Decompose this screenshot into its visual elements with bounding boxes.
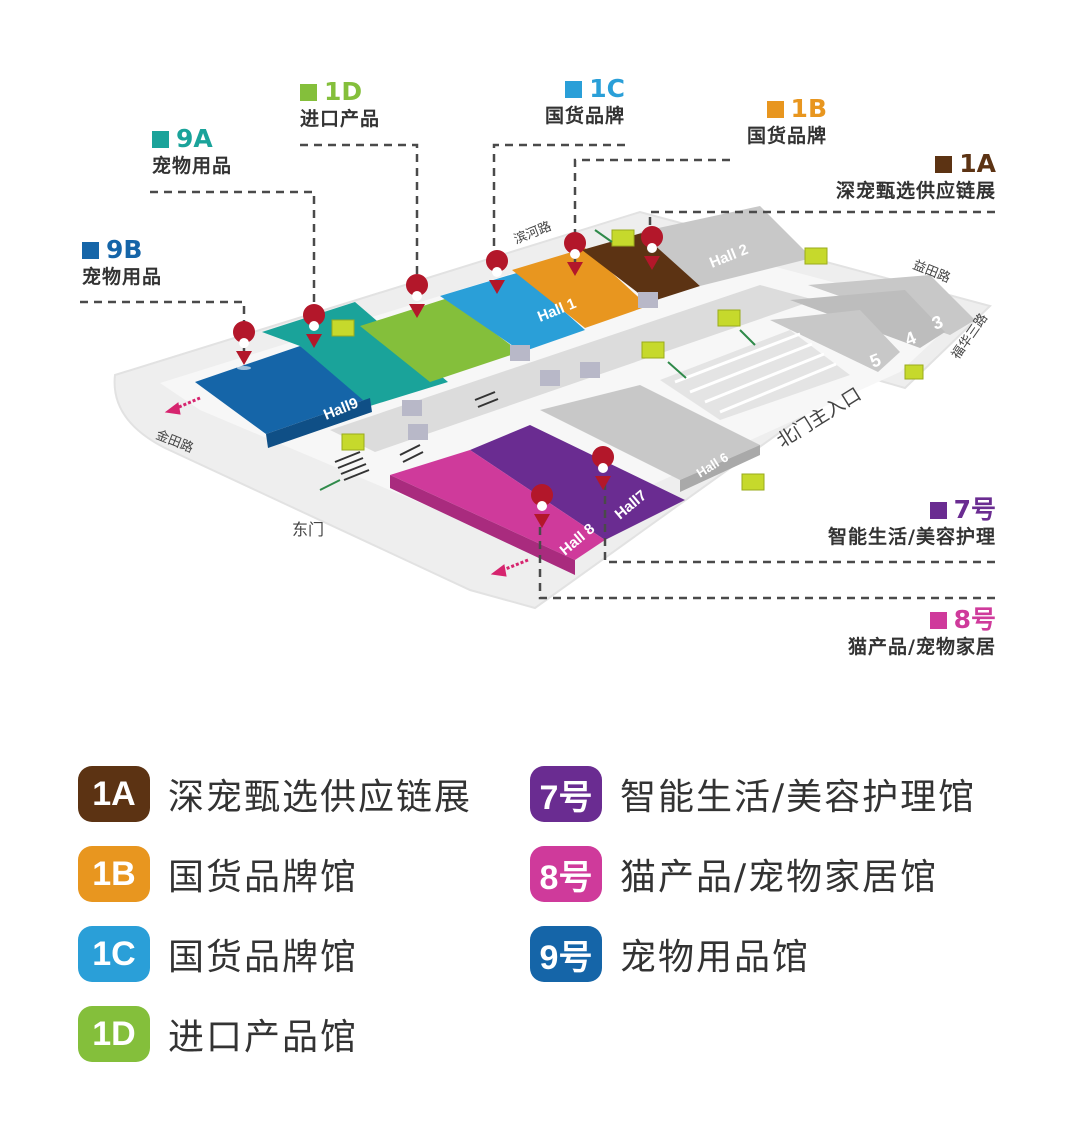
legend-label-7: 智能生活/美容护理馆 bbox=[620, 777, 977, 818]
pin-8-icon bbox=[531, 484, 554, 528]
square-icon bbox=[935, 156, 953, 173]
hall-1a-area bbox=[582, 232, 700, 302]
hall-7-area bbox=[470, 425, 685, 540]
square-icon bbox=[929, 502, 947, 519]
hall-1b-area bbox=[512, 248, 648, 328]
pin-9a-icon bbox=[303, 304, 326, 348]
spine-walkway bbox=[330, 285, 815, 452]
north-crosswalk bbox=[660, 330, 850, 420]
legend-item-1b: 1B 国货品牌馆 bbox=[78, 842, 358, 906]
pin-1d-icon bbox=[406, 274, 429, 318]
legend-badge-1c: 1C bbox=[78, 926, 150, 982]
legend-item-8: 8号 猫产品/宠物家居馆 bbox=[530, 842, 938, 906]
legend-label-1c: 国货品牌馆 bbox=[168, 937, 359, 978]
location-pins bbox=[233, 226, 664, 528]
legend-item-7: 7号 智能生活/美容护理馆 bbox=[530, 762, 976, 826]
legend-badge-7: 7号 bbox=[530, 766, 602, 822]
square-icon bbox=[929, 612, 947, 629]
callout-9b-name: 宠物用品 bbox=[82, 266, 163, 288]
hall-8-front-wall bbox=[390, 475, 575, 575]
east-gate-label: 东门 bbox=[292, 520, 324, 539]
hall-2-area bbox=[640, 206, 812, 286]
hall-6-front-wall bbox=[680, 445, 760, 492]
callout-1d-code: 1D bbox=[324, 77, 363, 106]
venue-map: Hall9 Hall 1 Hall 2 3 4 5 Hall 6 Hall7 H… bbox=[80, 143, 995, 610]
legend-label-9: 宠物用品馆 bbox=[620, 937, 811, 978]
pin-1c-icon bbox=[486, 250, 509, 294]
hall-6-area bbox=[540, 385, 760, 480]
east-gate-stairs bbox=[334, 391, 499, 481]
legend-label-1a: 深宠甄选供应链展 bbox=[168, 777, 473, 818]
hall-1c-area bbox=[440, 272, 585, 352]
callout-1d-name: 进口产品 bbox=[300, 108, 381, 130]
callout-1b: 1B 国货品牌 bbox=[735, 95, 827, 149]
callout-7: 7号 智能生活/美容护理 bbox=[780, 496, 996, 550]
callout-9b-code: 9B bbox=[106, 235, 143, 264]
pin-9b-icon bbox=[233, 321, 256, 370]
legend-badge-9: 9号 bbox=[530, 926, 602, 982]
square-icon bbox=[82, 242, 99, 259]
callout-1a: 1A 深宠甄选供应链展 bbox=[800, 150, 996, 204]
callout-9a-name: 宠物用品 bbox=[152, 155, 233, 177]
passage-arrows bbox=[319, 229, 756, 491]
hall-1d-area bbox=[360, 298, 520, 382]
exit-arrows bbox=[164, 396, 529, 577]
legend-badge-8: 8号 bbox=[530, 846, 602, 902]
callout-1c-code: 1C bbox=[589, 74, 625, 103]
legend-item-9: 9号 宠物用品馆 bbox=[530, 922, 810, 986]
connectors bbox=[331, 229, 924, 491]
legend-item-1d: 1D 进口产品馆 bbox=[78, 1002, 358, 1066]
hall-5-area bbox=[770, 310, 900, 372]
callout-1b-code: 1B bbox=[790, 94, 827, 123]
legend-badge-1a: 1A bbox=[78, 766, 150, 822]
legend-badge-1d: 1D bbox=[78, 1006, 150, 1062]
square-icon bbox=[565, 81, 583, 98]
legend-label-8: 猫产品/宠物家居馆 bbox=[620, 857, 939, 898]
pin-1b-icon bbox=[564, 232, 587, 276]
square-icon bbox=[766, 101, 784, 118]
pin-1a-icon bbox=[641, 226, 664, 270]
callout-1c: 1C 国货品牌 bbox=[533, 75, 625, 129]
hall-8-area bbox=[390, 450, 605, 560]
callout-8: 8号 猫产品/宠物家居 bbox=[780, 606, 996, 660]
callout-1d: 1D 进口产品 bbox=[300, 78, 380, 132]
stair-blocks bbox=[402, 292, 658, 440]
callout-1b-name: 国货品牌 bbox=[746, 125, 827, 147]
legend-label-1b: 国货品牌馆 bbox=[168, 857, 359, 898]
square-icon bbox=[152, 131, 169, 148]
callout-9b: 9B 宠物用品 bbox=[82, 236, 162, 290]
square-icon bbox=[300, 84, 317, 101]
callout-1c-name: 国货品牌 bbox=[544, 105, 625, 127]
callout-9a: 9A 宠物用品 bbox=[152, 125, 232, 179]
callout-1a-name: 深宠甄选供应链展 bbox=[835, 180, 996, 202]
hall-9-front-wall bbox=[266, 398, 372, 448]
callout-7-name: 智能生活/美容护理 bbox=[828, 526, 996, 548]
legend-label-1d: 进口产品馆 bbox=[168, 1017, 359, 1058]
legend-item-1c: 1C 国货品牌馆 bbox=[78, 922, 358, 986]
callout-1a-code: 1A bbox=[959, 149, 996, 178]
legend: 1A 深宠甄选供应链展 1B 国货品牌馆 1C 国货品牌馆 1D 进口产品馆 7… bbox=[0, 740, 1080, 1100]
callout-8-name: 猫产品/宠物家居 bbox=[848, 636, 996, 658]
callout-8-code: 8号 bbox=[953, 605, 996, 634]
pin-7-icon bbox=[592, 446, 615, 490]
callout-7-code: 7号 bbox=[953, 495, 996, 524]
legend-badge-1b: 1B bbox=[78, 846, 150, 902]
callout-9a-code: 9A bbox=[176, 124, 213, 153]
hall-9a-area bbox=[262, 302, 448, 406]
legend-item-1a: 1A 深宠甄选供应链展 bbox=[78, 762, 472, 826]
